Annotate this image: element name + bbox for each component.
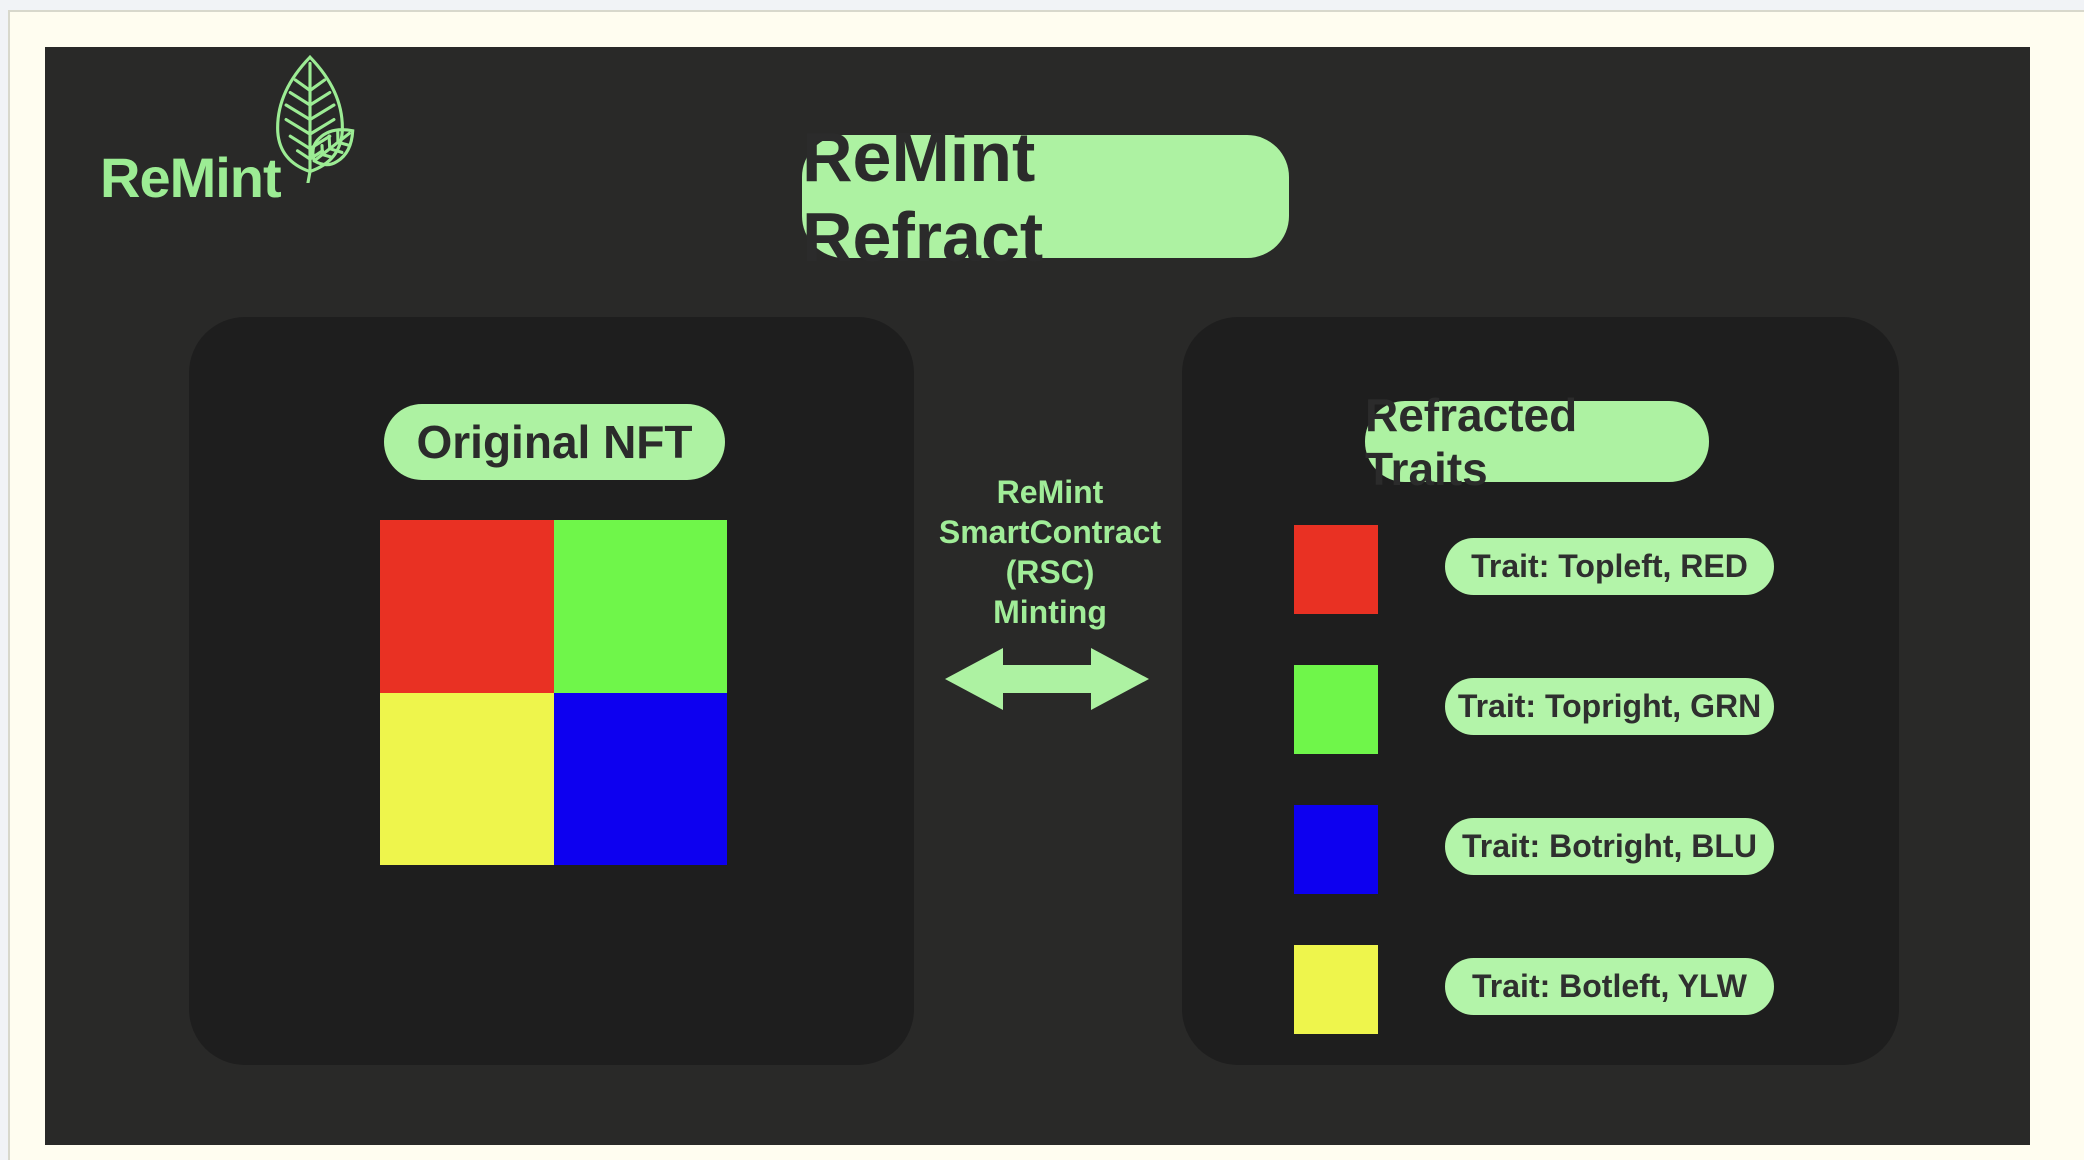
trait-row: Trait: Botleft, YLW — [1182, 945, 1899, 1045]
trait-swatch-red — [1294, 525, 1378, 614]
trait-row: Trait: Topleft, RED — [1182, 525, 1899, 625]
trait-row: Trait: Botright, BLU — [1182, 805, 1899, 905]
nft-quadrant-topleft — [380, 520, 554, 693]
original-nft-image — [380, 520, 727, 865]
diagram-canvas: ReMint ReMint Refract Original NFT ReMin… — [45, 47, 2030, 1145]
nft-quadrant-topright — [553, 520, 727, 693]
trait-swatch-green — [1294, 665, 1378, 754]
smart-contract-caption: ReMint SmartContract (RSC) Minting — [905, 472, 1195, 632]
brand-logo: ReMint — [100, 47, 420, 277]
caption-line: SmartContract — [938, 514, 1162, 550]
trait-swatch-yellow — [1294, 945, 1378, 1034]
caption-line: ReMint — [996, 474, 1104, 510]
trait-swatch-blue — [1294, 805, 1378, 894]
original-nft-label: Original NFT — [384, 404, 725, 480]
slide-card: ReMint ReMint Refract Original NFT ReMin… — [8, 10, 2084, 1160]
trait-label-topleft-red: Trait: Topleft, RED — [1445, 538, 1774, 595]
bidirectional-arrow-icon — [945, 648, 1149, 710]
trait-label-botleft-ylw: Trait: Botleft, YLW — [1445, 958, 1774, 1015]
caption-line: Minting — [993, 594, 1107, 630]
brand-name: ReMint — [100, 146, 282, 209]
nft-quadrant-botleft — [380, 692, 554, 865]
trait-label-topright-grn: Trait: Topright, GRN — [1445, 678, 1774, 735]
nft-quadrant-botright — [553, 692, 727, 865]
original-nft-panel: Original NFT — [189, 317, 914, 1065]
refracted-traits-panel: Refracted Traits Trait: Topleft, RED Tra… — [1182, 317, 1899, 1065]
refracted-traits-label: Refracted Traits — [1365, 389, 1709, 495]
trait-row: Trait: Topright, GRN — [1182, 665, 1899, 765]
leaf-icon — [276, 54, 355, 183]
trait-label-botright-blu: Trait: Botright, BLU — [1445, 818, 1774, 875]
page-title: ReMint Refract — [802, 118, 1289, 276]
caption-line: (RSC) — [1005, 554, 1095, 590]
